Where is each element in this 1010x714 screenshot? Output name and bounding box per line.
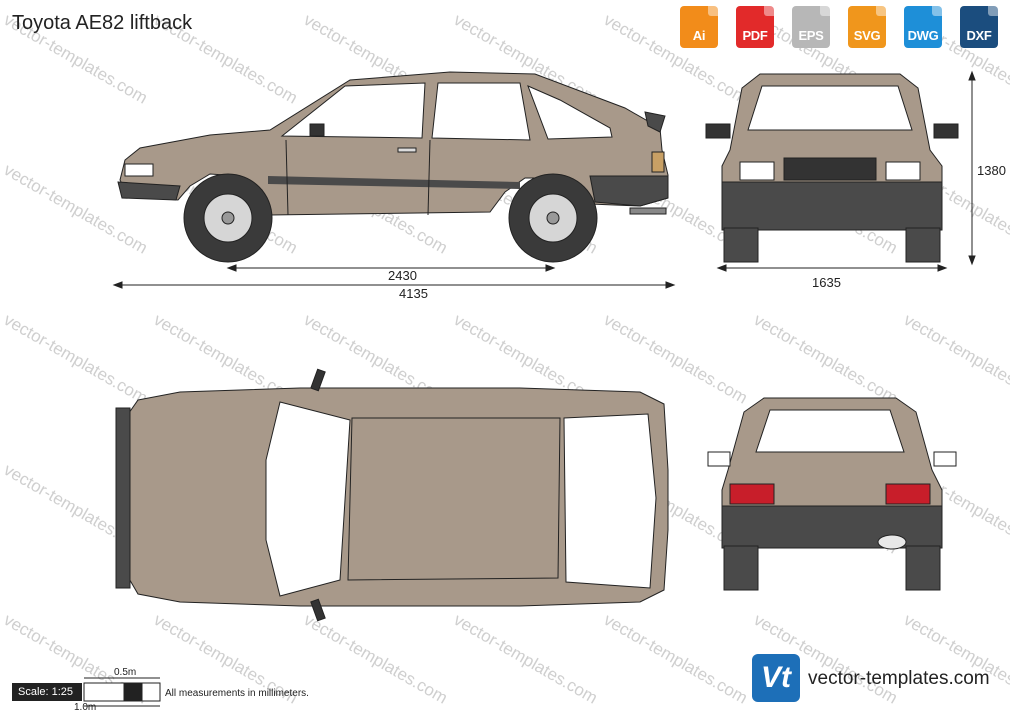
format-label-svg: SVG xyxy=(853,28,881,43)
eps-file-icon[interactable]: EPS xyxy=(792,6,830,48)
side-taillight xyxy=(651,151,665,173)
side-headlight xyxy=(124,163,154,177)
width-dimension xyxy=(716,264,948,272)
height-label: 1380 xyxy=(977,163,1006,178)
pdf-file-icon[interactable]: PDF xyxy=(736,6,774,48)
front-tire-left xyxy=(723,227,759,263)
top-roof xyxy=(347,417,561,581)
format-label-pdf: PDF xyxy=(742,28,768,43)
wheelbase-label: 2430 xyxy=(388,268,417,283)
rear-tire-right xyxy=(905,545,941,591)
top-view xyxy=(115,368,669,622)
side-bumper-front xyxy=(117,181,181,201)
scale-bar xyxy=(83,677,161,707)
dwg-file-icon[interactable]: DWG xyxy=(904,6,942,48)
scale-half-meter: 0.5m xyxy=(114,667,137,678)
front-windshield xyxy=(747,85,913,131)
rear-view xyxy=(707,397,957,591)
wheelbase-dimension xyxy=(226,264,556,272)
side-window-rear-door xyxy=(431,82,531,141)
top-mirror-right xyxy=(310,598,326,622)
rear-bumper xyxy=(721,505,943,549)
side-spoiler xyxy=(644,111,666,133)
length-label: 4135 xyxy=(399,286,428,301)
rear-exhaust xyxy=(877,534,907,550)
format-label-ai: Ai xyxy=(692,28,706,43)
format-label-dwg: DWG xyxy=(907,28,939,43)
side-door-handle xyxy=(397,147,417,153)
front-mirror-right xyxy=(933,123,959,139)
vt-logo-icon[interactable]: Vt xyxy=(752,654,800,702)
rear-taillight-left xyxy=(729,483,775,505)
height-dimension xyxy=(968,70,976,266)
rear-mirror-right xyxy=(933,451,957,467)
top-rear-window xyxy=(563,413,657,589)
rear-taillight-right xyxy=(885,483,931,505)
side-window-quarter xyxy=(527,85,613,140)
length-dimension xyxy=(112,281,676,289)
brand-site-link[interactable]: vector-templates.com xyxy=(808,668,990,689)
front-grille xyxy=(783,157,877,181)
front-headlight-left xyxy=(739,161,775,181)
scale-one-meter: 1.0m xyxy=(74,702,97,713)
side-exhaust xyxy=(629,207,667,215)
scale-label: Scale: 1:25 xyxy=(12,683,82,701)
side-trim-strip xyxy=(268,176,520,189)
side-bumper-rear xyxy=(589,175,669,207)
top-windshield xyxy=(265,401,351,597)
front-tire-right xyxy=(905,227,941,263)
side-wheel-rear xyxy=(508,173,598,263)
rear-window xyxy=(755,409,905,453)
side-door-seam-front xyxy=(285,139,289,216)
format-label-dxf: DXF xyxy=(966,28,992,43)
page-title: Toyota AE82 liftback xyxy=(12,12,193,34)
top-mirror-left xyxy=(310,368,326,392)
side-door-seam xyxy=(427,139,431,216)
top-front-bumper xyxy=(115,407,131,589)
rear-tire-left xyxy=(723,545,759,591)
ai-file-icon[interactable]: Ai xyxy=(680,6,718,48)
format-label-eps: EPS xyxy=(798,28,824,43)
front-bumper xyxy=(721,181,943,231)
measurement-note: All measurements in millimeters. xyxy=(165,688,309,699)
svg-file-icon[interactable]: SVG xyxy=(848,6,886,48)
side-wheel-front xyxy=(183,173,273,263)
side-view xyxy=(117,71,669,263)
rear-mirror-left xyxy=(707,451,731,467)
front-mirror-left xyxy=(705,123,731,139)
width-label: 1635 xyxy=(812,275,841,290)
front-view xyxy=(705,73,959,263)
dxf-file-icon[interactable]: DXF xyxy=(960,6,998,48)
front-headlight-right xyxy=(885,161,921,181)
side-mirror xyxy=(309,123,325,137)
